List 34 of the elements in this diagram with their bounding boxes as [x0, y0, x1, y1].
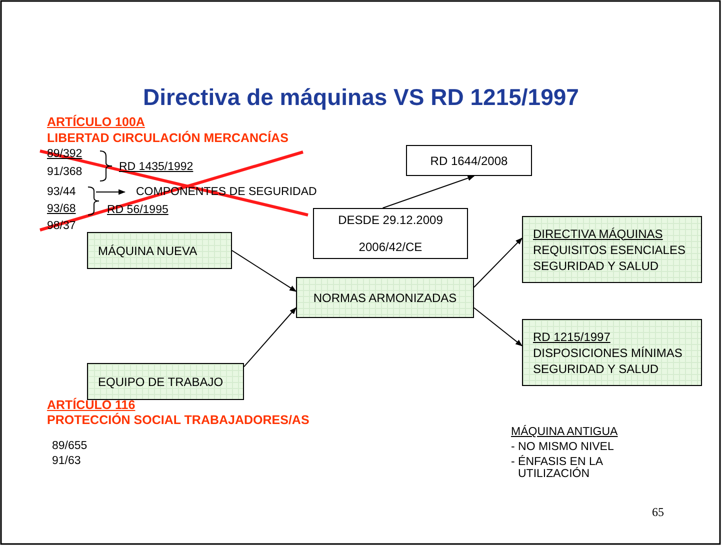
section-heading: ARTÍCULO 116: [47, 398, 136, 412]
box-text: 2006/42/CE: [358, 239, 422, 255]
arrow: [474, 307, 523, 346]
text-label: - NO MISMO NIVEL: [511, 441, 614, 453]
process-box: [522, 216, 702, 283]
text-label: 89/655: [52, 440, 88, 452]
slide-title: Directiva de máquinas VS RD 1215/1997: [142, 84, 580, 111]
box-text: REQUISITOS ESENCIALES SEGURIDAD Y SALUD: [533, 242, 686, 274]
process-box: [522, 319, 702, 386]
text-label: 93/68: [47, 203, 76, 215]
box-text: DIRECTIVA MÁQUINAS: [533, 226, 663, 242]
arrow: [244, 307, 296, 368]
text-label: MÁQUINA ANTIGUA: [511, 426, 618, 438]
section-heading: LIBERTAD CIRCULACIÓN MERCANCÍAS: [47, 131, 288, 145]
process-box: [313, 208, 468, 259]
process-box: NORMAS ARMONIZADAS: [296, 277, 474, 318]
text-label: - ÉNFASIS EN LA UTILIZACIÓN: [511, 456, 604, 480]
text-label: RD 1435/1992: [119, 161, 194, 173]
process-box: RD 1644/2008: [406, 145, 532, 176]
process-box: MÁQUINA NUEVA: [87, 232, 232, 269]
box-text: DISPOSICIONES MÍNIMAS SEGURIDAD Y SALUD: [533, 344, 684, 376]
arrow: [96, 189, 126, 195]
arrow: [474, 238, 522, 288]
box-text: DESDE 29.12.2009: [338, 212, 443, 228]
text-label: 91/368: [47, 166, 82, 178]
arrow: [382, 175, 475, 208]
page-number: 65: [652, 505, 664, 520]
process-box: EQUIPO DE TRABAJO: [87, 363, 244, 400]
section-heading: ARTÍCULO 100A: [47, 115, 145, 129]
box-text: RD 1215/1997: [533, 328, 610, 344]
section-heading: PROTECCIÓN SOCIAL TRABAJADORES/AS: [47, 413, 310, 427]
text-label: 91/63: [52, 455, 81, 467]
text-label: 93/44: [47, 186, 76, 198]
arrow: [232, 250, 297, 292]
